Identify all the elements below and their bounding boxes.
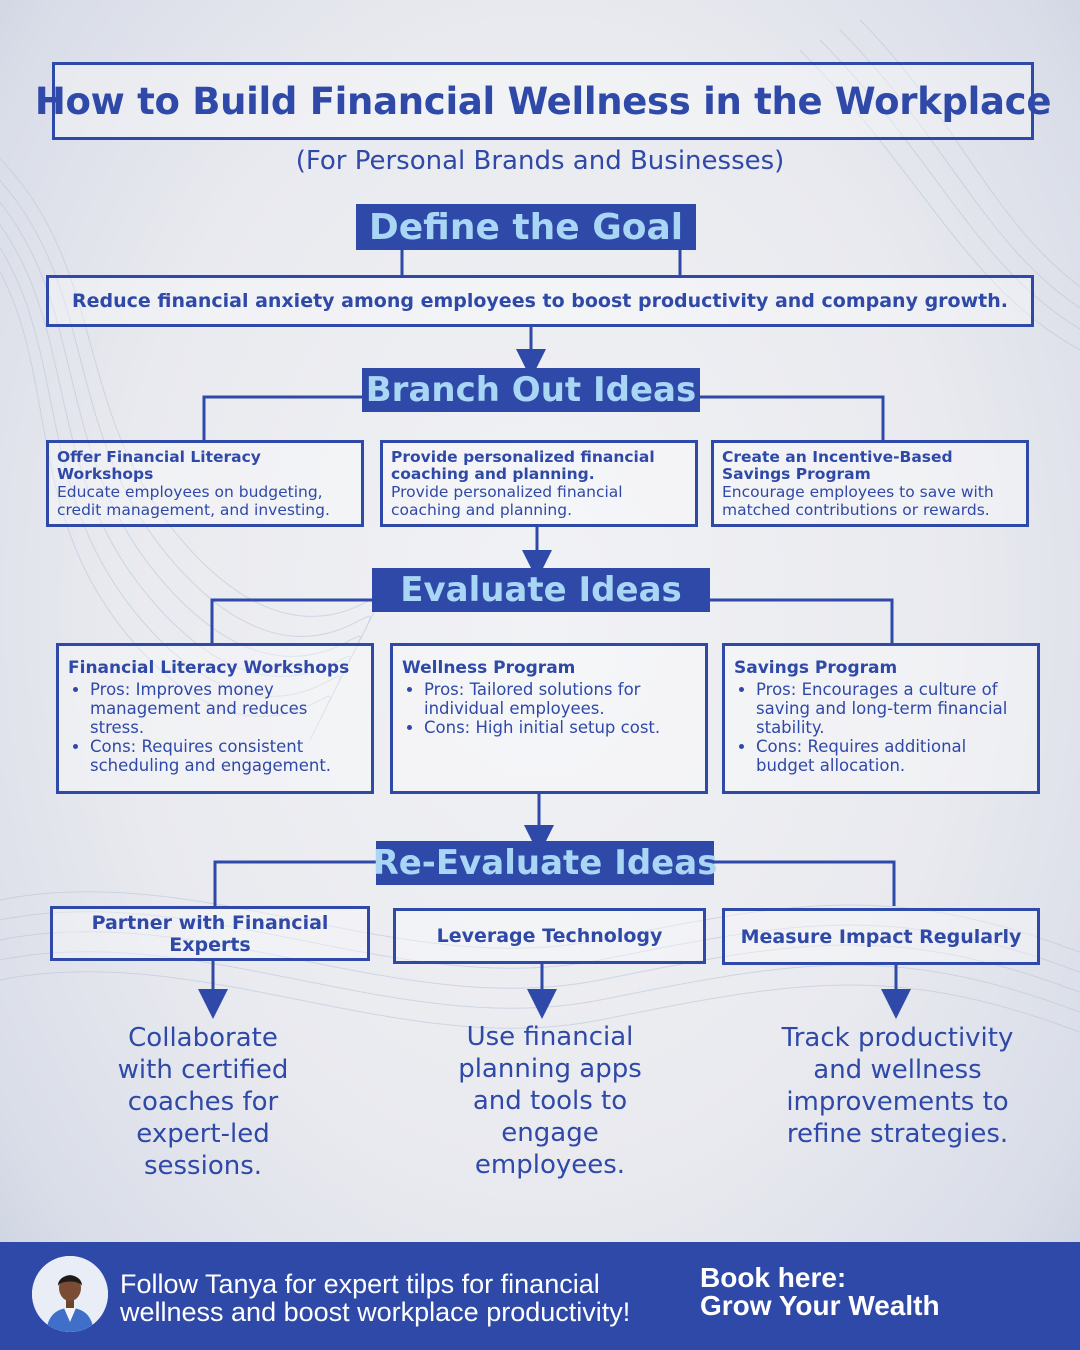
- eval-cons: Cons: Requires additional budget allocat…: [756, 737, 1028, 775]
- eval-pros: Pros: Improves money management and redu…: [90, 680, 362, 737]
- define-goal-pill: Define the Goal: [356, 204, 696, 250]
- eval-card-wellness: Wellness Program Pros: Tailored solution…: [390, 643, 708, 794]
- idea-desc: Encourage employees to save with matched…: [722, 483, 994, 519]
- eval-pros: Pros: Tailored solutions for individual …: [424, 680, 696, 718]
- goal-statement: Reduce financial anxiety among employees…: [46, 275, 1034, 327]
- reevaluate-ideas-pill: Re-Evaluate Ideas: [372, 841, 718, 885]
- title-box: How to Build Financial Wellness in the W…: [35, 62, 1051, 140]
- branch-ideas-pill: Branch Out Ideas: [362, 368, 700, 412]
- book-link[interactable]: Book here: Grow Your Wealth: [700, 1264, 940, 1320]
- eval-card-workshops: Financial Literacy Workshops Pros: Impro…: [56, 643, 374, 794]
- action-box-partner: Partner with Financial Experts: [50, 906, 370, 961]
- eval-card-savings: Savings Program Pros: Encourages a cultu…: [722, 643, 1040, 794]
- footer-follow-text: Follow Tanya for expert tilps for financ…: [120, 1269, 631, 1327]
- idea-desc: Educate employees on budgeting, credit m…: [57, 483, 330, 519]
- outcome-measure: Track productivity and wellness improvem…: [781, 1023, 1014, 1149]
- person-portrait-icon: [32, 1256, 108, 1332]
- eval-title: Savings Program: [734, 658, 898, 678]
- book-link-text[interactable]: Grow Your Wealth: [700, 1290, 940, 1321]
- footer-bar: [0, 1242, 1080, 1350]
- eval-cons: Cons: High initial setup cost.: [424, 718, 696, 737]
- idea-desc: Provide personalized financial coaching …: [391, 483, 623, 519]
- idea-card-coaching: Provide personalized financial coaching …: [380, 440, 698, 527]
- idea-title: Create an Incentive-Based Savings Progra…: [722, 448, 953, 483]
- action-box-measure: Measure Impact Regularly: [722, 908, 1040, 965]
- outcome-technology: Use financial planning apps and tools to…: [458, 1022, 642, 1180]
- evaluate-ideas-pill: Evaluate Ideas: [372, 568, 710, 612]
- outcome-partner: Collaborate with certified coaches for e…: [117, 1023, 289, 1181]
- idea-card-workshops: Offer Financial Literacy Workshops Educa…: [46, 440, 364, 527]
- action-box-technology: Leverage Technology: [393, 908, 706, 964]
- avatar: [32, 1256, 108, 1332]
- book-label: Book here:: [700, 1262, 847, 1293]
- idea-title: Offer Financial Literacy Workshops: [57, 448, 261, 483]
- page-subtitle: (For Personal Brands and Businesses): [295, 146, 785, 176]
- eval-pros: Pros: Encourages a culture of saving and…: [756, 680, 1028, 737]
- page-title: How to Build Financial Wellness in the W…: [34, 79, 1052, 123]
- idea-card-savings: Create an Incentive-Based Savings Progra…: [711, 440, 1029, 527]
- eval-cons: Cons: Requires consistent scheduling and…: [90, 737, 362, 775]
- eval-title: Wellness Program: [402, 658, 576, 678]
- eval-title: Financial Literacy Workshops: [68, 658, 350, 678]
- idea-title: Provide personalized financial coaching …: [391, 448, 655, 483]
